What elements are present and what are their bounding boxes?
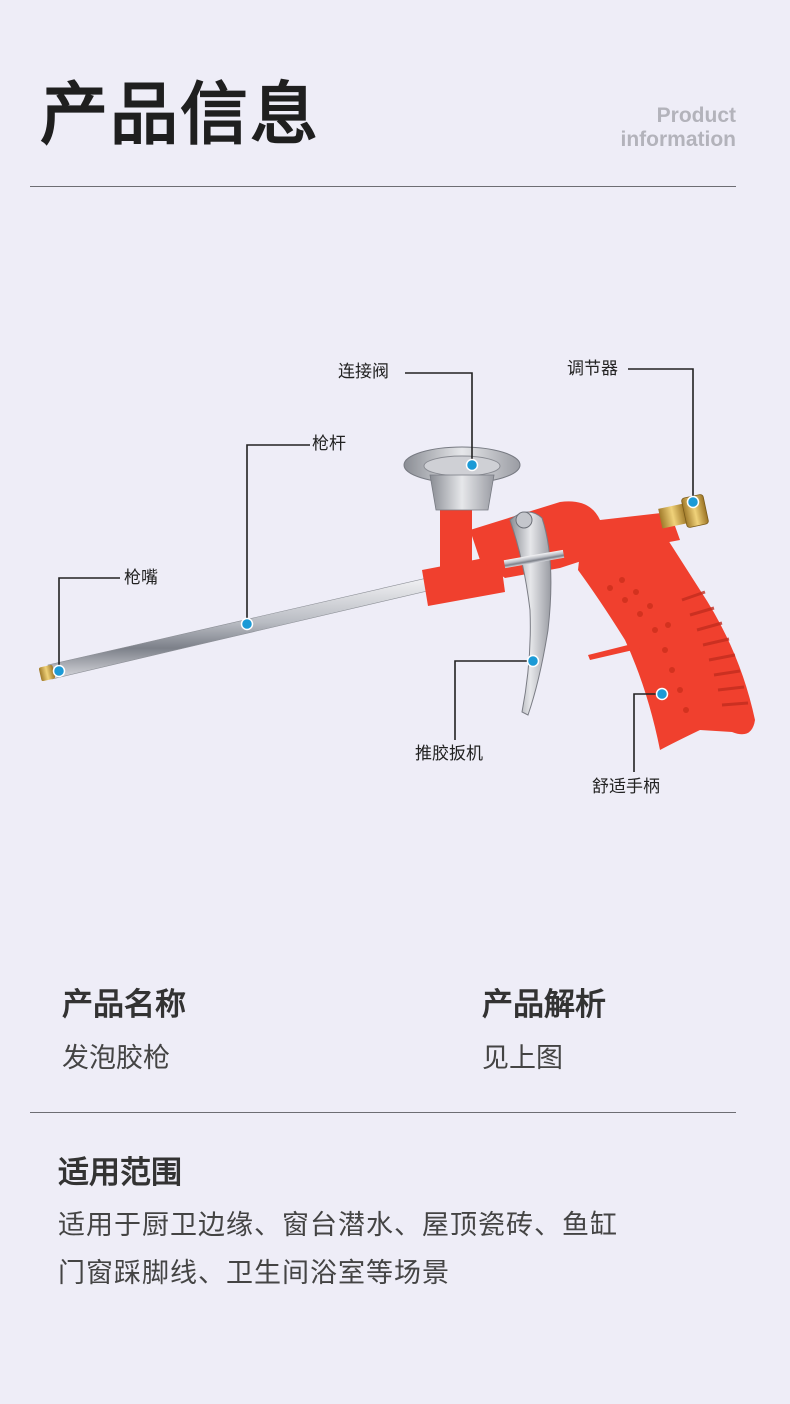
scope-heading: 适用范围 — [58, 1155, 182, 1191]
gun-body — [422, 500, 755, 750]
product-analysis-heading: 产品解析 — [482, 987, 606, 1023]
header-divider — [30, 186, 736, 187]
label-nozzle: 枪嘴 — [124, 568, 158, 588]
label-trigger: 推胶扳机 — [415, 744, 483, 764]
marker-barrel — [240, 617, 254, 631]
product-analysis-value: 见上图 — [482, 1043, 563, 1074]
marker-valve — [465, 458, 479, 472]
barrel — [39, 575, 441, 681]
foam-gun-illustration — [39, 368, 755, 772]
callout-lines — [58, 368, 694, 772]
label-regulator: 调节器 — [567, 359, 618, 379]
scope-line-1: 适用于厨卫边缘、窗台潜水、屋顶瓷砖、鱼缸 — [58, 1210, 618, 1241]
label-valve: 连接阀 — [338, 362, 389, 382]
foam-gun-diagram: 连接阀 调节器 枪杆 枪嘴 推胶扳机 舒适手柄 — [0, 330, 790, 830]
subtitle-line-1: Product — [656, 104, 736, 127]
label-handle: 舒适手柄 — [592, 777, 660, 797]
trigger — [503, 511, 565, 716]
product-name-value: 发泡胶枪 — [62, 1043, 170, 1074]
page-title: 产品信息 — [40, 76, 321, 155]
scope-line-2: 门窗踩脚线、卫生间浴室等场景 — [58, 1258, 450, 1289]
regulator — [658, 494, 709, 529]
connection-valve — [403, 446, 521, 511]
callout-markers — [52, 458, 700, 701]
section-divider — [30, 1112, 736, 1113]
marker-trigger — [526, 654, 540, 668]
marker-handle — [655, 687, 669, 701]
marker-regulator — [686, 495, 700, 509]
marker-nozzle — [52, 664, 66, 678]
page-subtitle: Product information — [621, 104, 737, 152]
subtitle-line-2: information — [620, 128, 737, 151]
product-name-heading: 产品名称 — [62, 987, 186, 1023]
label-barrel: 枪杆 — [312, 434, 346, 454]
